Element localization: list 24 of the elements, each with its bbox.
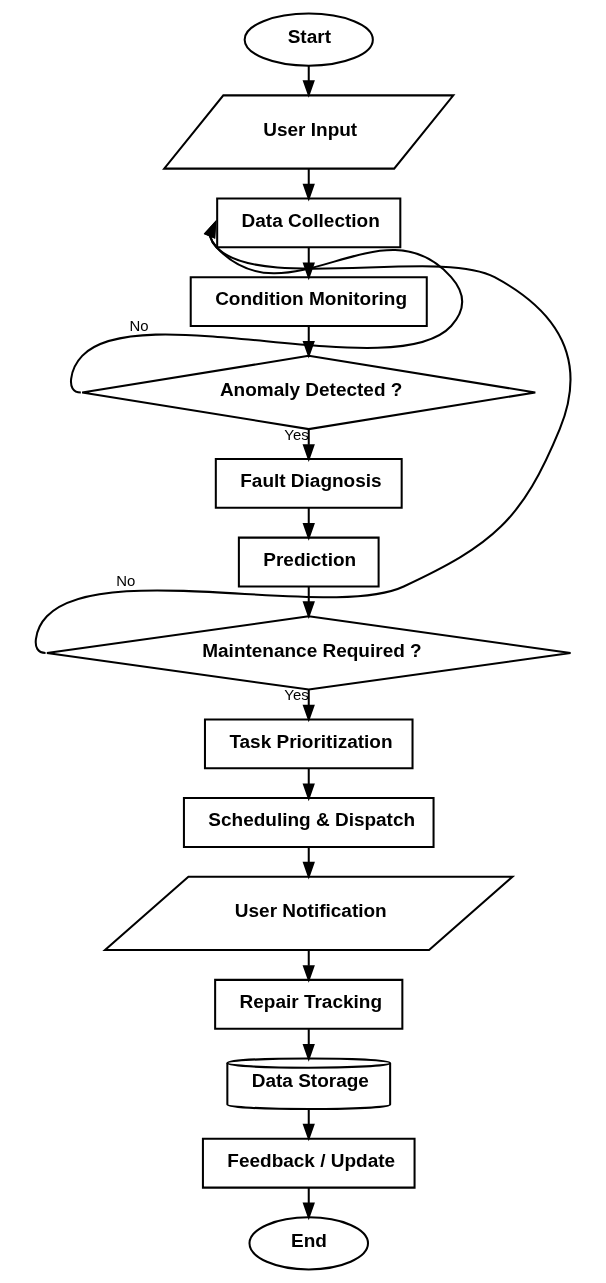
arrow bbox=[302, 768, 315, 802]
arrow bbox=[302, 507, 315, 541]
node-box: Repair Tracking bbox=[214, 978, 404, 1030]
node-box: Condition Monitoring bbox=[189, 276, 428, 327]
arrow bbox=[35, 220, 572, 654]
arrow bbox=[302, 1187, 315, 1221]
node-box: Fault Diagnosis bbox=[214, 457, 403, 509]
node-ellipse: End bbox=[248, 1216, 369, 1271]
arrow bbox=[302, 1108, 315, 1142]
node-diamond: Maintenance Required ? bbox=[45, 615, 572, 691]
node-box: Scheduling & Dispatch bbox=[182, 797, 435, 848]
edge-label: No bbox=[116, 572, 136, 590]
edge-label: No bbox=[129, 316, 149, 334]
arrow bbox=[302, 847, 315, 880]
node-diamond: Anomaly Detected ? bbox=[81, 354, 537, 431]
arrow bbox=[302, 1029, 315, 1062]
node-ellipse: Start bbox=[243, 12, 374, 67]
arrow bbox=[302, 168, 315, 202]
node-box: Task Prioritization bbox=[203, 718, 414, 770]
node-box: Prediction bbox=[237, 536, 380, 588]
arrow bbox=[302, 65, 315, 98]
node-box: Feedback / Update bbox=[201, 1137, 416, 1189]
arrow bbox=[302, 950, 315, 983]
node-box: Data Collection bbox=[216, 197, 402, 249]
